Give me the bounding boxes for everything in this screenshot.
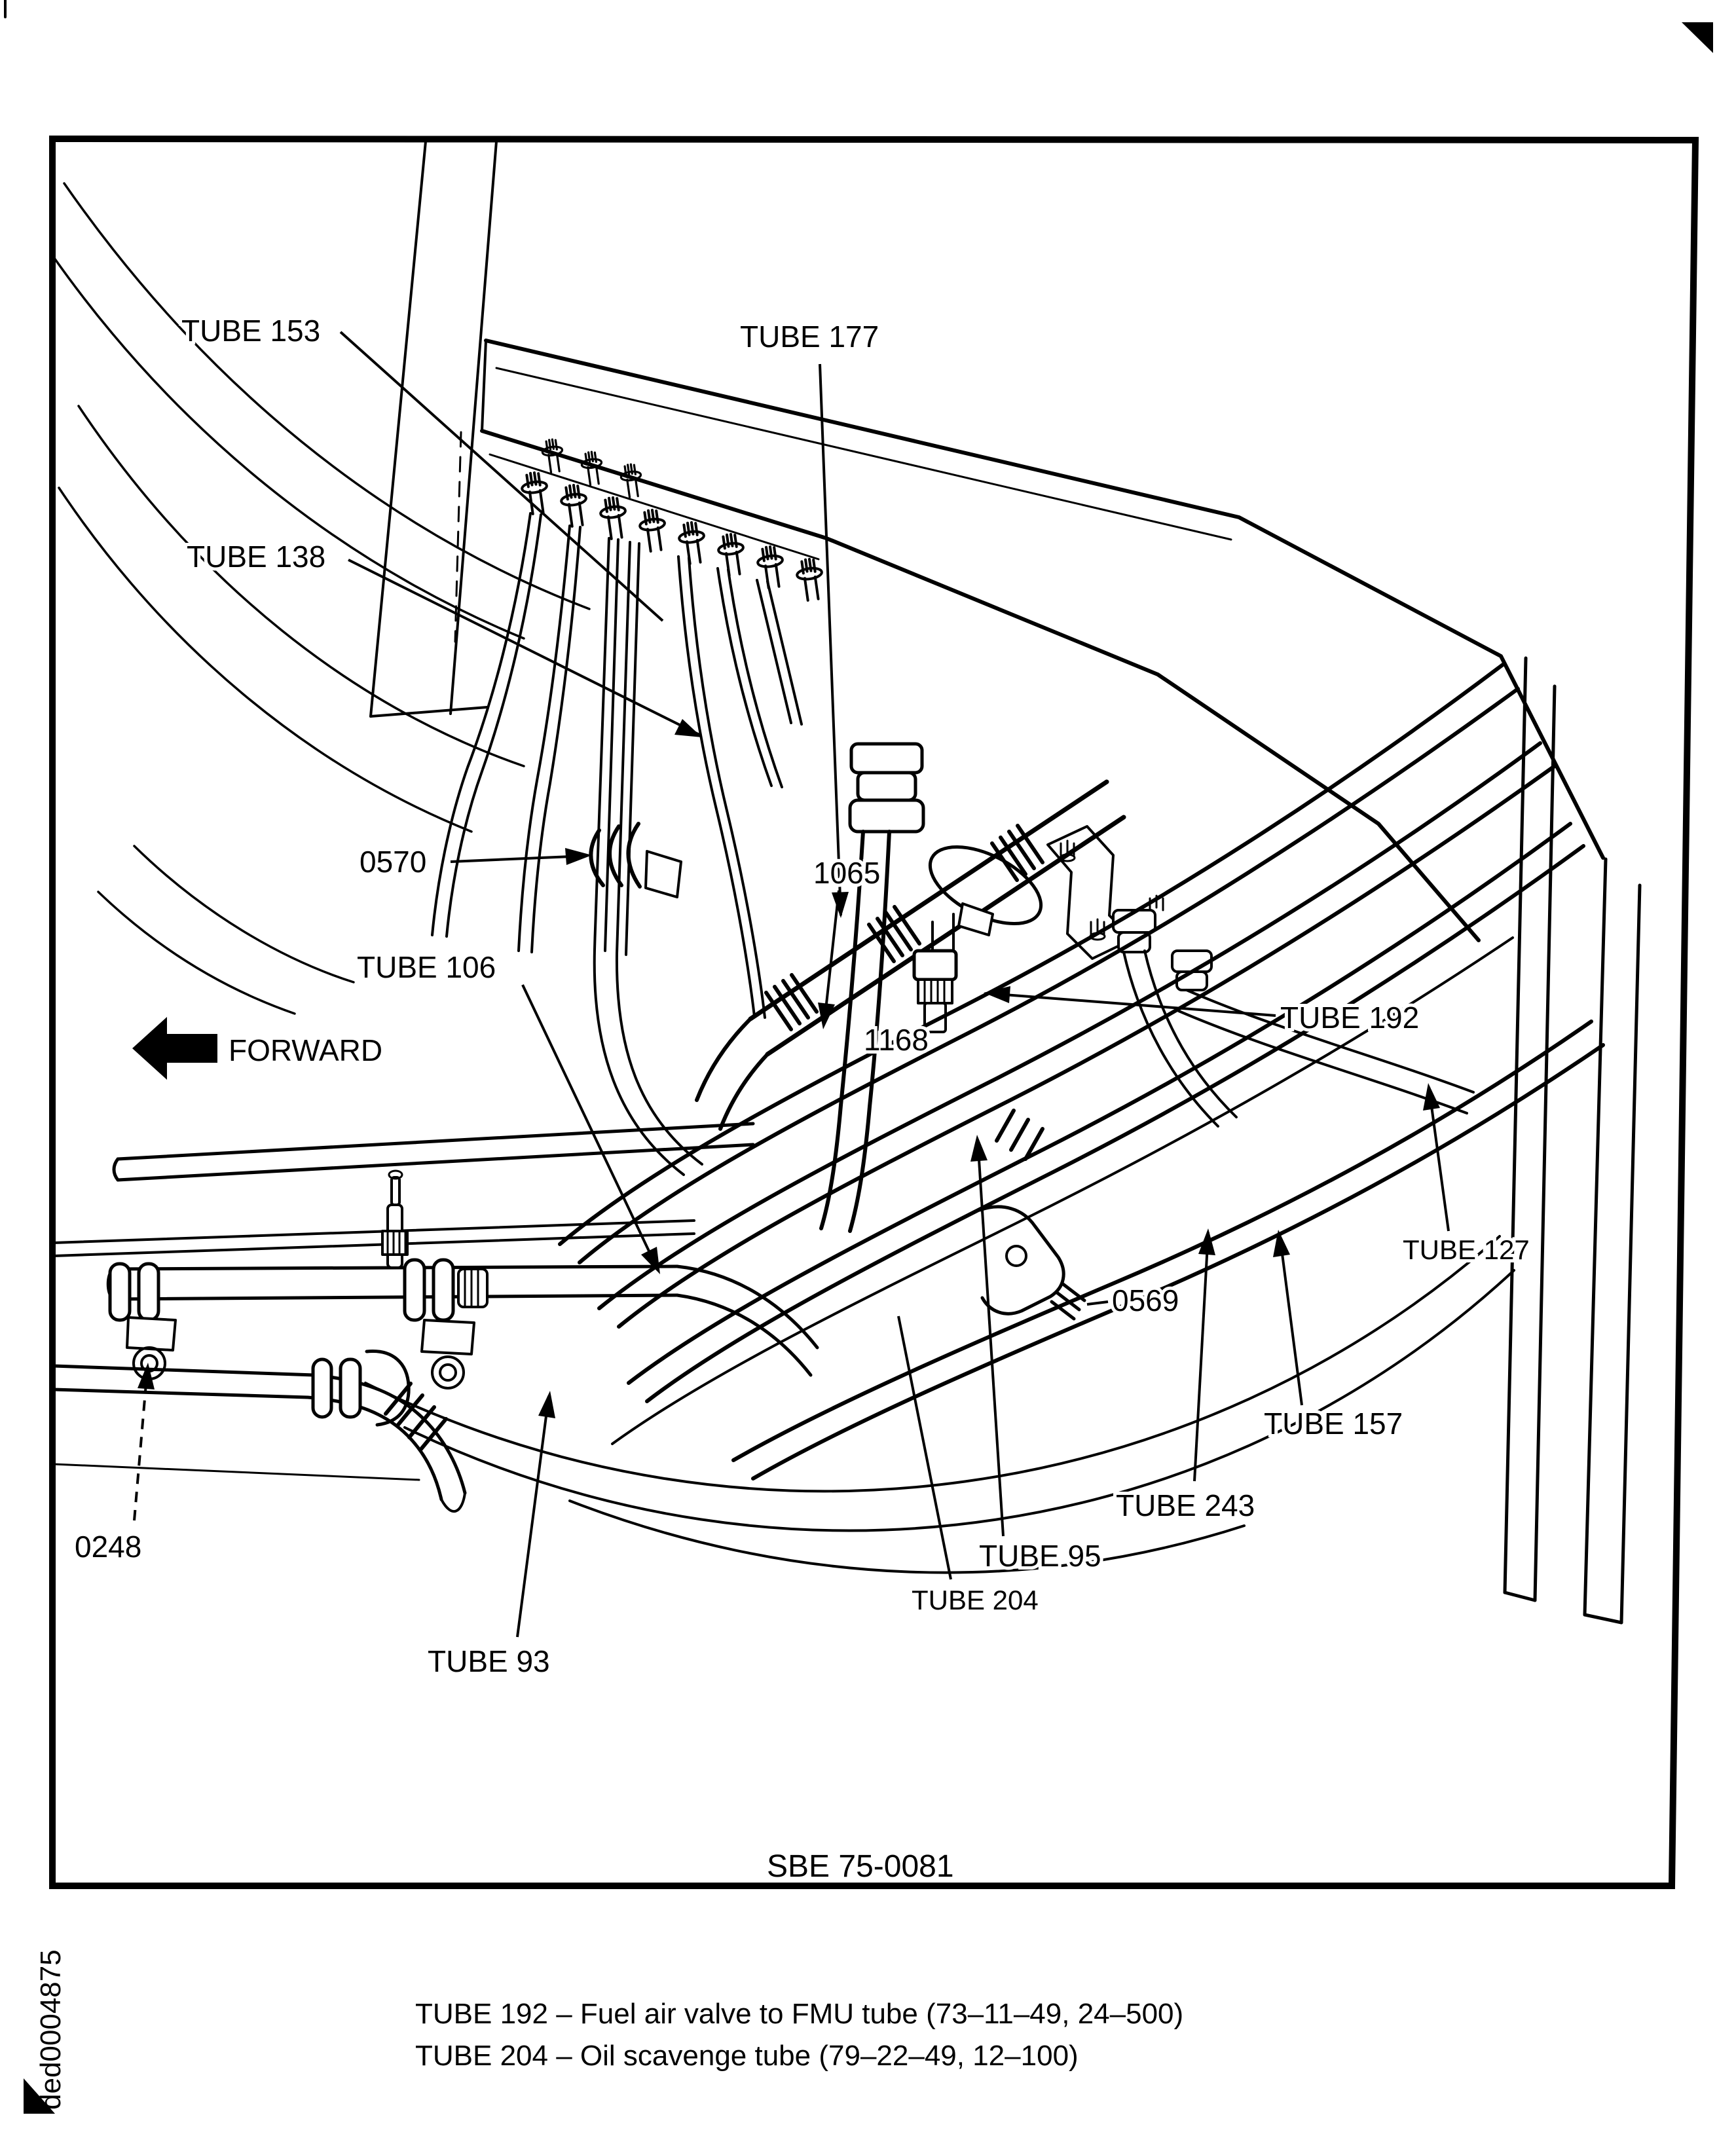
callout-1065: 1065	[813, 856, 880, 890]
clamp-assembly-2	[381, 1169, 489, 1389]
clamp-0570-hardware	[589, 822, 682, 898]
arrowhead-tube-127	[1423, 1083, 1440, 1111]
arrowhead-tube-192	[984, 986, 1010, 1003]
leader-0248	[133, 1368, 149, 1521]
case-curve	[403, 1269, 1515, 1532]
cowl-arc	[97, 891, 296, 1015]
leader-tube-157	[1278, 1233, 1303, 1406]
legend-line-2: TUBE 204 – Oil scavenge tube (79–22–49, …	[415, 2040, 1079, 2072]
leader-tube-243	[1193, 1232, 1210, 1482]
callout-1168: 1168	[864, 1023, 929, 1057]
leader-tube-192	[987, 992, 1276, 1017]
clamp-assembly-3	[311, 1350, 411, 1427]
firewall-strip-edge	[369, 140, 427, 718]
case-curve	[568, 1499, 1246, 1574]
figure-frame	[49, 135, 1699, 1889]
arrowhead-1065	[818, 1003, 835, 1029]
ribbed-coupling	[995, 1109, 1044, 1161]
callout-tube-106: TUBE 106	[357, 950, 496, 984]
callout-tube-177: TUBE 177	[740, 320, 879, 354]
callout-tube-93: TUBE 93	[428, 1644, 550, 1678]
forward-label: FORWARD	[229, 1033, 382, 1067]
arrowhead-tube-93	[538, 1391, 555, 1418]
cowl-arc	[58, 487, 473, 833]
corner-mark-top-right	[1682, 22, 1713, 53]
leader-0569	[1086, 1300, 1109, 1306]
callout-tube-192: TUBE 192	[1280, 1001, 1419, 1035]
arrowhead-tube-106	[641, 1247, 660, 1274]
corner-mark-bottom-left	[24, 2078, 55, 2114]
cowl-arc	[77, 405, 525, 767]
gearbox-plate-inner-line	[495, 367, 1232, 541]
fitting-tubes	[431, 512, 803, 1176]
right-tube-bands	[1503, 656, 1642, 1625]
gearbox-plate-left-edge	[481, 339, 487, 432]
callout-0248: 0248	[75, 1530, 141, 1564]
leader-tube-127	[1428, 1086, 1450, 1232]
callout-0569: 0569	[1112, 1283, 1179, 1317]
callout-tube-153: TUBE 153	[181, 314, 320, 348]
side-document-id: ded0004875	[35, 1949, 67, 2110]
callout-tube-204: TUBE 204	[912, 1585, 1039, 1615]
plate-fittings-row	[4, 0, 827, 603]
cowl-arc	[133, 845, 355, 984]
forward-arrow-icon	[132, 1017, 217, 1080]
case-curve	[364, 1235, 1501, 1493]
legend-line-1: TUBE 192 – Fuel air valve to FMU tube (7…	[415, 1998, 1183, 2030]
arrowhead-tube-138	[674, 719, 702, 737]
leader-tube-153	[339, 331, 664, 622]
ribbed-coupling	[764, 824, 1044, 1031]
valve-1168-body	[912, 949, 958, 982]
callout-0570: 0570	[360, 845, 426, 879]
firewall-strip-bottom	[369, 706, 489, 718]
cowl-arc	[51, 254, 525, 640]
gearbox-plate-inner-line	[489, 453, 820, 561]
firewall-strip-edge	[449, 140, 498, 715]
callout-tube-95: TUBE 95	[979, 1539, 1101, 1573]
figure-code: SBE 75-0081	[767, 1849, 954, 1884]
clevis-hardware	[978, 1205, 1086, 1321]
cowl-arc	[63, 182, 591, 610]
leader-tube-93	[516, 1395, 550, 1638]
arrowhead-tube-243	[1198, 1228, 1215, 1255]
callout-tube-243: TUBE 243	[1116, 1488, 1255, 1522]
clamp-assembly-1	[108, 1262, 177, 1380]
arrowhead-0248	[138, 1363, 155, 1389]
callout-tube-138: TUBE 138	[187, 540, 325, 574]
tube-177-fitting	[819, 742, 925, 1233]
arrowhead-tube-95	[970, 1135, 988, 1162]
sweeping-tubes	[558, 663, 1605, 1481]
arrowhead-0570	[565, 848, 592, 865]
arrowhead-tube-177	[832, 892, 849, 918]
gearbox-plate-top-edge	[484, 339, 1605, 860]
callout-tube-157: TUBE 157	[1264, 1407, 1403, 1441]
callout-tube-127: TUBE 127	[1403, 1234, 1530, 1265]
leader-tube-138	[348, 559, 700, 736]
arrowhead-tube-157	[1273, 1230, 1290, 1257]
firewall-strip-hidden-line	[454, 431, 462, 643]
leader-tube-177	[819, 363, 842, 916]
leader-1065	[823, 890, 840, 1022]
leader-0570	[450, 855, 587, 863]
engine-line-art	[4, 0, 1642, 1625]
leader-lines	[133, 331, 1450, 1638]
leader-tube-95	[976, 1139, 1005, 1537]
callout-labels: TUBE 153 TUBE 177 TUBE 138 0570 1065 TUB…	[71, 310, 1533, 1682]
leader-tube-204	[897, 1315, 952, 1580]
leader-tube-106	[521, 984, 659, 1270]
